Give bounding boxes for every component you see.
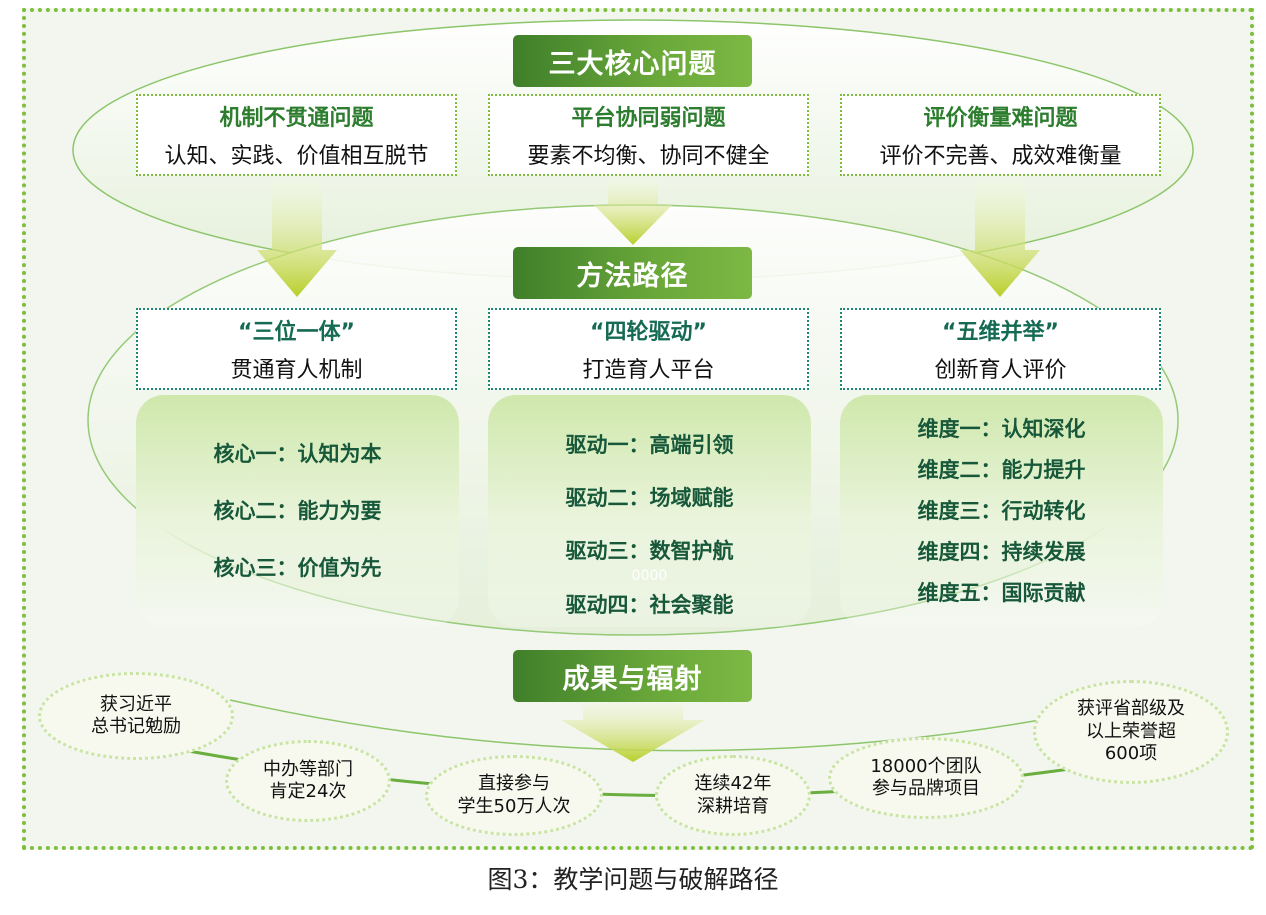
panel-item: 维度一：认知深化 <box>917 417 1086 442</box>
method-box: “四轮驱动” 打造育人平台 <box>488 308 809 390</box>
arrow-results <box>561 700 705 762</box>
result-bubble: 直接参与学生50万人次 <box>425 755 603 836</box>
problem-title: 机制不贯通问题 <box>219 106 374 131</box>
section-header-methods: 方法路径 <box>513 247 752 299</box>
result-line: 18000个团队 <box>870 755 982 777</box>
result-bubble: 18000个团队参与品牌项目 <box>828 737 1024 819</box>
method-title: “四轮驱动” <box>590 320 707 345</box>
method-desc: 打造育人平台 <box>582 358 715 383</box>
result-line: 肯定24次 <box>269 781 347 802</box>
result-line: 以上荣誉超 <box>1086 720 1176 742</box>
panel-item: 驱动三：数智护航 <box>565 539 734 563</box>
panel-item: 维度二：能力提升 <box>917 458 1086 483</box>
result-line: 直接参与 <box>478 773 550 794</box>
method-box: “五维并举” 创新育人评价 <box>840 308 1161 390</box>
figure-caption: 图3：教学问题与破解路径 <box>487 865 779 894</box>
method-panel-dimensions: 维度一：认知深化 维度二：能力提升 维度三：行动转化 维度四：持续发展 维度五：… <box>840 395 1163 627</box>
problem-title: 评价衡量难问题 <box>923 106 1078 131</box>
arrow-right <box>960 180 1040 297</box>
result-bubble: 连续42年深耕培育 <box>655 755 811 836</box>
result-line: 深耕培育 <box>697 795 769 817</box>
problem-desc: 要素不均衡、协同不健全 <box>527 144 770 169</box>
result-line: 学生50万人次 <box>457 795 571 817</box>
method-box: “三位一体” 贯通育人机制 <box>136 308 457 390</box>
problem-box: 评价衡量难问题评价不完善、成效难衡量 <box>840 94 1161 176</box>
result-line: 600项 <box>1104 743 1158 765</box>
panel-item: 驱动二：场域赋能 <box>565 486 734 510</box>
arrow-left <box>257 180 337 297</box>
panel-item: 核心一：认知为本 <box>213 441 382 466</box>
result-line: 获习近平 <box>100 693 172 715</box>
method-desc: 贯通育人机制 <box>230 358 363 383</box>
method-title: “五维并举” <box>942 320 1059 345</box>
problem-box: 平台协同弱问题要素不均衡、协同不健全 <box>488 94 809 176</box>
panel-item: 维度四：持续发展 <box>917 539 1086 564</box>
section-header-problems: 三大核心问题 <box>513 35 752 87</box>
problem-desc: 认知、实践、价值相互脱节 <box>164 144 429 169</box>
result-bubble: 获习近平总书记勉励 <box>38 672 234 760</box>
panel-item: 维度五：国际贡献 <box>917 580 1086 605</box>
method-title: “三位一体” <box>238 320 355 345</box>
problem-title: 平台协同弱问题 <box>571 106 726 131</box>
faint-text: 0000 <box>631 568 668 584</box>
method-desc: 创新育人评价 <box>934 358 1067 383</box>
panel-item: 核心二：能力为要 <box>213 498 382 523</box>
result-line: 获评省部级及 <box>1077 698 1185 720</box>
method-panel-drivers: 驱动一：高端引领 驱动二：场域赋能 驱动三：数智护航 0000 驱动四：社会聚能 <box>488 395 811 627</box>
panel-item: 维度三：行动转化 <box>917 498 1086 523</box>
result-line: 总书记勉励 <box>91 716 181 737</box>
panel-item: 核心三：价值为先 <box>213 556 382 581</box>
arrow-center <box>594 178 672 245</box>
result-line: 参与品牌项目 <box>872 778 980 799</box>
result-line: 中办等部门 <box>263 758 353 780</box>
result-bubble: 中办等部门肯定24次 <box>225 740 391 822</box>
panel-item: 驱动一：高端引领 <box>565 433 734 457</box>
problem-box: 机制不贯通问题认知、实践、价值相互脱节 <box>136 94 457 176</box>
result-line: 连续42年 <box>694 773 772 794</box>
section-header-results: 成果与辐射 <box>513 650 752 702</box>
panel-item: 驱动四：社会聚能 <box>565 593 734 617</box>
problem-desc: 评价不完善、成效难衡量 <box>879 144 1122 169</box>
method-panel-cores: 核心一：认知为本 核心二：能力为要 核心三：价值为先 <box>136 395 459 627</box>
